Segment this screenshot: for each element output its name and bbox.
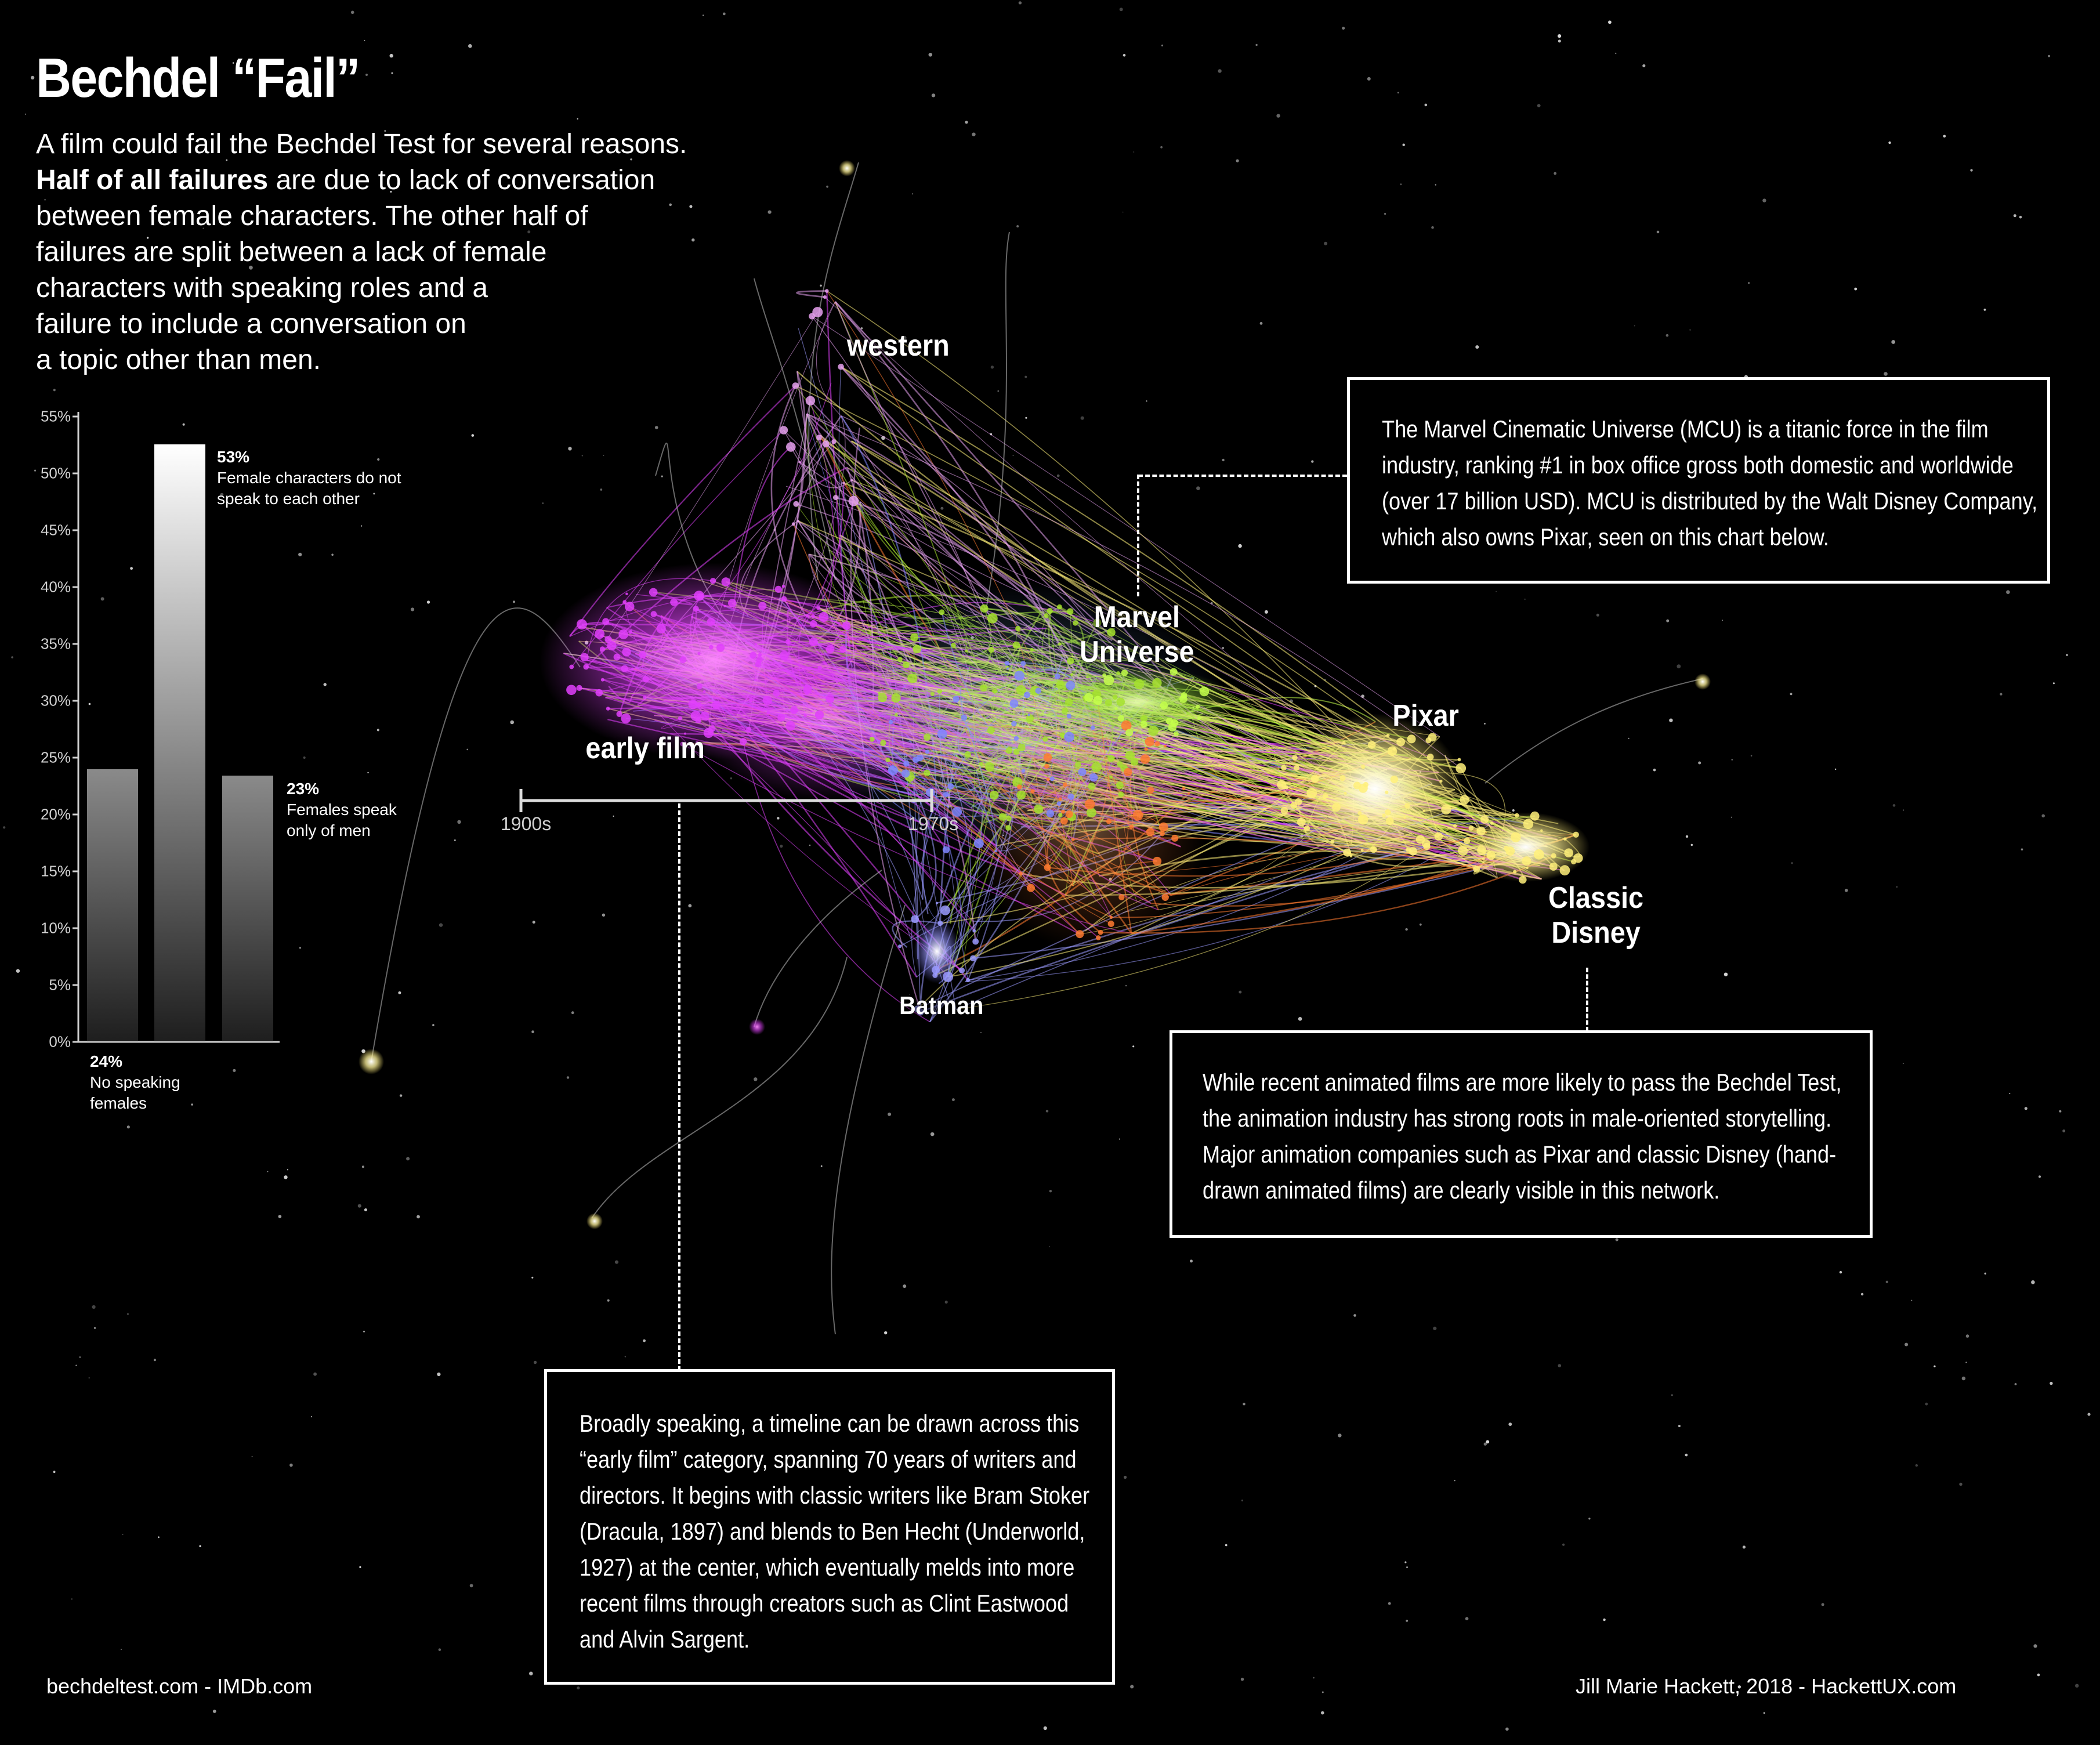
bar-chart: 55% 50% 45% 40% 35% 30% 25% 20% 15% 10% … <box>0 0 418 1137</box>
intro-line: A film could fail the Bechdel Test for s… <box>36 129 687 160</box>
label-line: Disney <box>1551 916 1641 950</box>
pixar-cluster <box>1288 714 1462 864</box>
animation-note-box: While recent animated films are more lik… <box>1170 1030 1873 1238</box>
bar-caption: females <box>90 1094 147 1112</box>
note-line: (over 17 billion USD). MCU is distribute… <box>1382 487 2038 515</box>
y-tick-label: 30% <box>40 692 71 709</box>
disney-connector <box>1586 968 1588 1031</box>
note-line: 1927) at the center, which eventually me… <box>580 1554 1075 1581</box>
note-line: directors. It begins with classic writer… <box>580 1482 1090 1509</box>
note-line: the animation industry has strong roots … <box>1203 1105 1832 1132</box>
bar-value: 24% <box>90 1052 123 1070</box>
footer-credit: Jill Marie Hackett, 2018 - HackettUX.com <box>1576 1674 1957 1698</box>
cluster-label-marvel-universe: Marvel Universe <box>1080 600 1194 669</box>
note-line: The Marvel Cinematic Universe (MCU) is a… <box>1382 415 1989 443</box>
note-line: which also owns Pixar, seen on this char… <box>1382 523 1829 551</box>
cluster-label-early-film: early film <box>585 732 705 765</box>
note-line: Broadly speaking, a timeline can be draw… <box>580 1410 1080 1437</box>
y-tick-label: 55% <box>40 407 71 425</box>
mcu-connector-horizontal <box>1138 475 1347 477</box>
footer-sources: bechdeltest.com - IMDb.com <box>46 1674 313 1698</box>
bar-speak-only-of-men <box>222 776 273 1041</box>
bar-chart-axes <box>73 412 280 1043</box>
y-tick-label: 45% <box>40 521 71 539</box>
intro-line-rest: are due to lack of conversation <box>268 165 656 196</box>
bar-do-not-speak-to-each-other <box>154 444 205 1041</box>
note-line: (Dracula, 1897) and blends to Ben Hecht … <box>580 1518 1085 1545</box>
early-film-note-box: Broadly speaking, a timeline can be draw… <box>544 1369 1115 1685</box>
note-line: “early film” category, spanning 70 years… <box>580 1446 1077 1473</box>
bar-value: 53% <box>217 448 250 466</box>
cluster-label-classic-disney: Classic Disney <box>1548 881 1643 950</box>
mcu-note-box: The Marvel Cinematic Universe (MCU) is a… <box>1347 377 2050 584</box>
y-tick-label: 35% <box>40 635 71 653</box>
timeline-end-label: 1970s <box>908 813 959 834</box>
y-tick-label: 5% <box>49 976 71 994</box>
note-line: and Alvin Sargent. <box>580 1625 750 1653</box>
intro-line: failure to include a conversation on <box>36 309 466 339</box>
intro-line: characters with speaking roles and a <box>36 273 488 303</box>
bar-caption: Females speak <box>287 801 397 819</box>
intro-line: failures are split between a lack of fem… <box>36 237 547 267</box>
early-film-connector <box>678 803 680 1371</box>
label-line: Universe <box>1079 635 1194 669</box>
timeline-start-label: 1900s <box>501 813 552 834</box>
bar-label-24: 24% No speaking females <box>90 1051 180 1114</box>
y-tick-label: 0% <box>49 1033 71 1051</box>
note-line: Major animation companies such as Pixar … <box>1203 1141 1837 1168</box>
bar-value: 23% <box>287 780 320 798</box>
cluster-label-western: western <box>846 329 950 363</box>
y-tick-label: 15% <box>40 862 71 880</box>
bar-label-53: 53% Female characters do not speak to ea… <box>217 447 401 509</box>
note-line: While recent animated films are more lik… <box>1203 1069 1842 1096</box>
y-tick-label: 20% <box>40 805 71 823</box>
intro-paragraph: A film could fail the Bechdel Test for s… <box>36 126 732 378</box>
classic-disney-cluster <box>1462 812 1590 882</box>
note-line: industry, ranking #1 in box office gross… <box>1382 451 2014 479</box>
batman-cluster <box>914 919 960 983</box>
mcu-connector-vertical <box>1137 475 1139 596</box>
cluster-label-batman: Batman <box>899 991 984 1020</box>
intro-emphasis: Half of all failures <box>36 165 269 196</box>
intro-line: between female characters. The other hal… <box>36 201 588 231</box>
y-tick-label: 10% <box>40 919 71 937</box>
page-title: Bechdel “Fail” <box>36 47 360 109</box>
bar-no-speaking-females <box>87 769 138 1041</box>
bar-caption: Female characters do not <box>217 469 401 487</box>
bar-caption: speak to each other <box>217 490 360 508</box>
bar-caption: only of men <box>287 821 371 839</box>
marvel-cluster <box>1038 667 1236 737</box>
y-tick-label: 40% <box>40 578 71 596</box>
label-line: Marvel <box>1094 600 1180 634</box>
bar-caption: No speaking <box>90 1073 180 1091</box>
note-line: drawn animated films) are clearly visibl… <box>1203 1176 1720 1204</box>
y-axis: 55% 50% 45% 40% 35% 30% 25% 20% 15% 10% … <box>23 0 71 1137</box>
y-tick-label: 50% <box>40 464 71 482</box>
bar-label-23: 23% Females speak only of men <box>287 779 397 841</box>
note-line: recent films through creators such as Cl… <box>580 1590 1069 1617</box>
cluster-label-pixar: Pixar <box>1392 699 1459 733</box>
y-tick-label: 25% <box>40 748 71 766</box>
intro-line: a topic other than men. <box>36 345 321 375</box>
intro-line: Half of all failures are due to lack of … <box>36 162 732 198</box>
label-line: Classic <box>1548 881 1644 915</box>
